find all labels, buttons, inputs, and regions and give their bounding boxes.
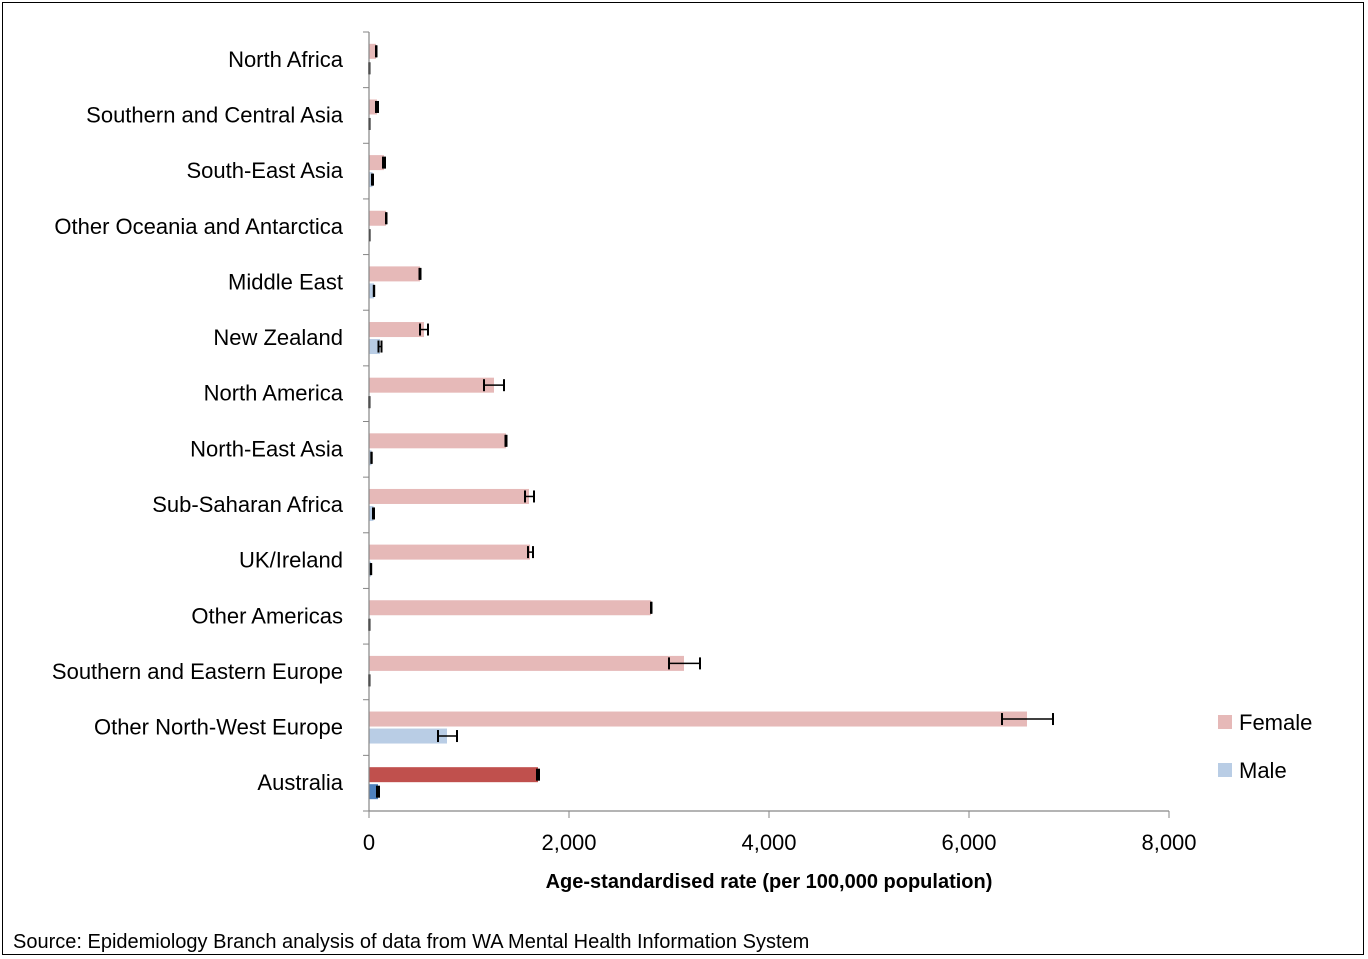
error-bar-female-new-zealand xyxy=(419,323,429,336)
bar-male-new-zealand xyxy=(369,339,380,355)
x-tick-label: 6,000 xyxy=(941,830,996,855)
legend-label-male: Male xyxy=(1239,758,1287,783)
x-tick-label: 0 xyxy=(363,830,375,855)
bar-female-north-america xyxy=(369,377,494,393)
error-bar-female-uk-ireland xyxy=(527,546,534,559)
x-axis-title: Age-standardised rate (per 100,000 popul… xyxy=(546,871,993,893)
source-note: Source: Epidemiology Branch analysis of … xyxy=(13,931,810,953)
bar-female-sub-saharan-africa xyxy=(369,488,529,504)
axes-layer xyxy=(363,31,1170,818)
error-bar-female-other-americas xyxy=(650,601,653,614)
error-bar-female-north-africa xyxy=(375,45,378,58)
error-bar-female-australia xyxy=(536,768,540,781)
bar-female-southern-and-central-asia xyxy=(369,99,377,115)
error-bar-male-other-north-west-europe xyxy=(437,730,458,743)
error-bar-female-southern-and-central-asia xyxy=(375,100,379,113)
y-tick-label-southern-and-central-asia: Southern and Central Asia xyxy=(86,102,344,127)
bar-male-middle-east xyxy=(369,283,374,299)
bar-female-north-east-asia xyxy=(369,433,506,449)
bar-male-south-east-asia xyxy=(369,172,373,188)
bar-female-southern-and-eastern-europe xyxy=(369,655,684,671)
x-tick-label: 4,000 xyxy=(741,830,796,855)
y-tick-label-north-east-asia: North-East Asia xyxy=(190,436,344,461)
error-bar-female-other-north-west-europe xyxy=(1001,713,1054,726)
bar-female-uk-ireland xyxy=(369,544,530,560)
bar-male-australia xyxy=(369,784,378,800)
y-tick-label-southern-and-eastern-europe: Southern and Eastern Europe xyxy=(52,659,343,684)
y-tick-label-other-north-west-europe: Other North-West Europe xyxy=(94,715,343,740)
error-bar-female-middle-east xyxy=(418,267,422,280)
error-bar-female-south-east-asia xyxy=(382,156,386,169)
error-bars-layer xyxy=(368,45,1054,798)
error-bar-female-sub-saharan-africa xyxy=(524,490,535,503)
y-tick-label-new-zealand: New Zealand xyxy=(213,325,343,350)
y-tick-label-sub-saharan-africa: Sub-Saharan Africa xyxy=(152,492,344,517)
x-tick-label: 2,000 xyxy=(541,830,596,855)
legend-swatch-female xyxy=(1218,715,1232,729)
bar-male-sub-saharan-africa xyxy=(369,505,374,521)
bar-female-australia xyxy=(369,767,538,783)
bar-female-other-north-west-europe xyxy=(369,711,1027,727)
error-bar-male-australia xyxy=(376,785,380,798)
y-tick-label-north-africa: North Africa xyxy=(228,47,344,72)
y-tick-label-other-oceania-and-antarctica: Other Oceania and Antarctica xyxy=(54,214,343,239)
y-tick-label-south-east-asia: South-East Asia xyxy=(186,158,343,183)
x-tick-label: 8,000 xyxy=(1141,830,1196,855)
bar-female-south-east-asia xyxy=(369,155,384,171)
bars-layer xyxy=(369,43,1027,800)
y-tick-label-other-americas: Other Americas xyxy=(191,603,343,628)
bar-female-middle-east xyxy=(369,266,420,282)
error-bar-female-southern-and-eastern-europe xyxy=(668,657,701,670)
error-bar-female-other-oceania-and-antarctica xyxy=(385,212,388,225)
error-bar-male-south-east-asia xyxy=(371,173,374,186)
error-bar-female-north-east-asia xyxy=(504,434,508,447)
bar-female-new-zealand xyxy=(369,322,424,338)
y-tick-label-australia: Australia xyxy=(257,770,343,795)
error-bar-male-new-zealand xyxy=(377,340,383,353)
legend-label-female: Female xyxy=(1239,710,1312,735)
bar-male-north-east-asia xyxy=(369,450,372,466)
error-bar-female-north-america xyxy=(483,379,505,392)
bar-female-north-africa xyxy=(369,43,376,59)
bar-male-other-north-west-europe xyxy=(369,728,447,744)
bar-female-other-oceania-and-antarctica xyxy=(369,210,386,226)
y-tick-label-north-america: North America xyxy=(204,381,344,406)
legend-swatch-male xyxy=(1218,763,1232,777)
bar-female-other-americas xyxy=(369,600,651,616)
y-tick-label-middle-east: Middle East xyxy=(228,269,343,294)
error-bar-male-sub-saharan-africa xyxy=(372,507,375,520)
y-tick-label-uk-ireland: UK/Ireland xyxy=(239,548,343,573)
